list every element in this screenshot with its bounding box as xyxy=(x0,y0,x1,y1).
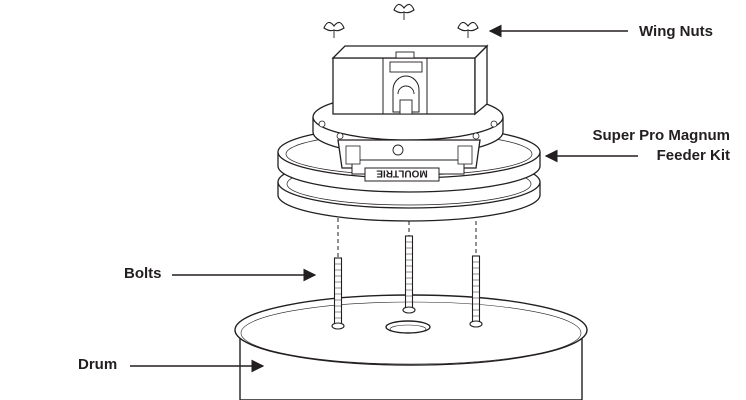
feeder-kit: MOULTRIE xyxy=(277,3,541,222)
drum xyxy=(234,294,588,400)
bolt-right xyxy=(469,214,483,328)
wing-nut-middle xyxy=(393,3,415,20)
feeder-kit-label: Super Pro Magnum Feeder Kit xyxy=(592,126,730,166)
feeder-kit-label-line1: Super Pro Magnum xyxy=(592,127,730,144)
bolt-middle xyxy=(402,200,416,314)
callout-arrows xyxy=(130,24,638,373)
bolts-label: Bolts xyxy=(124,265,162,282)
wing-nut-right xyxy=(457,21,479,38)
brand-mark: MOULTRIE xyxy=(376,168,428,179)
wing-nut-left xyxy=(323,21,345,38)
bolts xyxy=(331,200,483,330)
wing-nuts-label: Wing Nuts xyxy=(639,23,714,40)
feeder-kit-label-line2: Feeder Kit xyxy=(656,147,730,164)
motor-box xyxy=(331,44,489,116)
bolt-left xyxy=(331,218,345,330)
brand-strip: MOULTRIE xyxy=(364,167,440,182)
drum-label: Drum xyxy=(78,356,118,373)
